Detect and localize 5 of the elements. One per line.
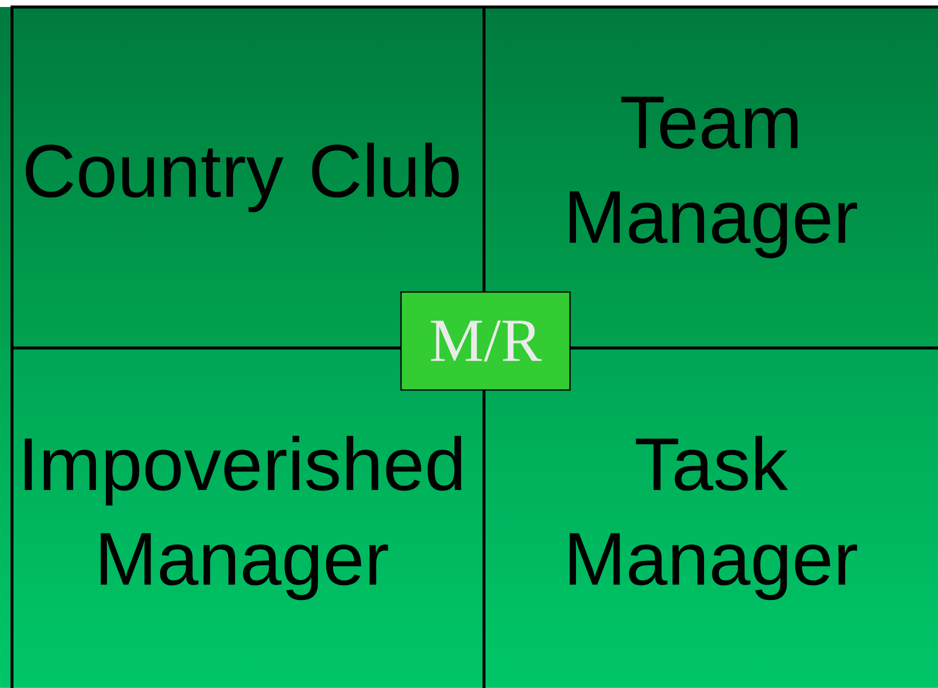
quadrant-cell: Team Manager	[570, 96, 858, 258]
center-label-box: M/R	[400, 291, 571, 391]
quadrant-cell: Task Manager	[570, 436, 858, 600]
quadrant-cell: Impoverished Manager	[24, 436, 462, 600]
quadrant-cell: Country Club	[26, 142, 459, 212]
